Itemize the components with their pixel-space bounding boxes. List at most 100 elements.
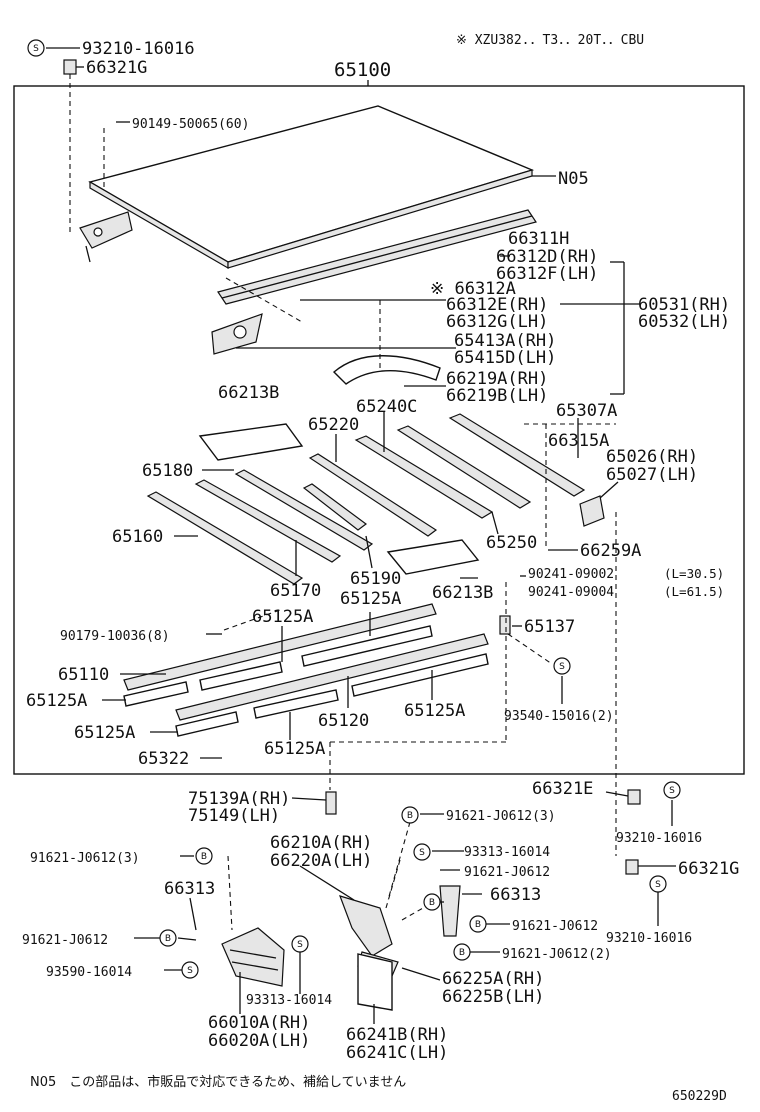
label-66311H: 66311H bbox=[508, 229, 569, 249]
label-65125A-6: 65125A bbox=[264, 739, 325, 759]
label-93210-16016-a: 93210-16016 bbox=[82, 39, 195, 59]
label-66241C: 66241C(LH) bbox=[346, 1043, 448, 1063]
label-66321E: 66321E bbox=[532, 779, 593, 799]
label-66312A: ※ 66312A bbox=[430, 279, 516, 299]
mat-66213B-top-drawing bbox=[198, 423, 304, 461]
label-65027: 65027(LH) bbox=[606, 465, 698, 485]
clip-66321G-bottom-drawing bbox=[625, 859, 639, 875]
bracket-66210A-drawing bbox=[339, 895, 393, 957]
label-65026: 65026(RH) bbox=[606, 447, 698, 467]
label-65180: 65180 bbox=[142, 461, 193, 481]
label-93590-16014: 93590-16014 bbox=[46, 965, 132, 980]
label-65415D: 65415D(LH) bbox=[454, 348, 556, 368]
label-91621-J0612-c: 91621-J0612 bbox=[22, 933, 108, 948]
label-93210-16016-b: 93210-16016 bbox=[616, 831, 702, 846]
assembly-frame bbox=[13, 85, 745, 775]
main-group-number: 65100 bbox=[334, 59, 391, 81]
roof-rail-drawing bbox=[217, 209, 537, 305]
clip-66321G-top-drawing bbox=[63, 59, 77, 75]
label-66259A: 66259A bbox=[580, 541, 641, 561]
svg-text:S: S bbox=[669, 786, 675, 796]
svg-text:S: S bbox=[187, 966, 193, 976]
label-91621-J0612-a: 91621-J0612 bbox=[464, 865, 550, 880]
label-90241-09002: 90241-09002 bbox=[528, 567, 614, 582]
label-93313-16014-b: 93313-16014 bbox=[246, 993, 332, 1008]
label-66220A: 66220A(LH) bbox=[270, 851, 372, 871]
floor-beams-drawing bbox=[146, 413, 586, 585]
clip-75139A-drawing bbox=[325, 791, 337, 815]
arch-66219-drawing bbox=[332, 355, 441, 385]
plate-66241B-drawing bbox=[357, 953, 393, 1011]
label-65125A-1: 65125A bbox=[340, 589, 401, 609]
label-65125A-4: 65125A bbox=[404, 701, 465, 721]
label-65250: 65250 bbox=[486, 533, 537, 553]
label-N05: N05 bbox=[558, 169, 589, 189]
label-65220: 65220 bbox=[308, 415, 359, 435]
clip-66321E-drawing bbox=[627, 789, 641, 805]
label-66315A: 66315A bbox=[548, 431, 609, 451]
label-66213B-b: 66213B bbox=[432, 583, 493, 603]
svg-text:S: S bbox=[297, 940, 303, 950]
bracket-65137-drawing bbox=[499, 615, 511, 635]
label-60531: 60531(RH) bbox=[638, 295, 730, 315]
label-90179: 90179-10036(8) bbox=[60, 629, 170, 644]
svg-text:B: B bbox=[459, 948, 465, 958]
footnote-N05: N05 この部品は、市販品で対応できるため、補給していません bbox=[30, 1074, 406, 1090]
label-91621-J0612-b: 91621-J0612 bbox=[512, 919, 598, 934]
label-66312E: 66312E(RH) bbox=[446, 295, 548, 315]
svg-text:B: B bbox=[407, 811, 413, 821]
svg-text:B: B bbox=[429, 898, 435, 908]
svg-text:S: S bbox=[559, 662, 565, 672]
label-90149: 90149-50065(60) bbox=[132, 117, 249, 132]
label-90241-09002-length: (L=30.5) bbox=[664, 566, 724, 581]
svg-text:B: B bbox=[475, 920, 481, 930]
label-65240C: 65240C bbox=[356, 397, 417, 417]
label-66219B: 66219B(LH) bbox=[446, 386, 548, 406]
hinge-bracket-drawing bbox=[79, 211, 133, 263]
label-91621-J0612-3a: 91621-J0612(3) bbox=[446, 809, 556, 824]
label-65110: 65110 bbox=[58, 665, 109, 685]
stay-66313-drawing bbox=[439, 885, 461, 937]
label-75139A: 75139A(RH) bbox=[188, 789, 290, 809]
roof-panel-drawing bbox=[88, 105, 535, 270]
label-75149: 75149(LH) bbox=[188, 806, 280, 826]
svg-text:B: B bbox=[165, 934, 171, 944]
label-93210-16016-c: 93210-16016 bbox=[606, 931, 692, 946]
dashed-connectors bbox=[69, 74, 617, 931]
label-66225B: 66225B(LH) bbox=[442, 987, 544, 1007]
label-66210A: 66210A(RH) bbox=[270, 833, 372, 853]
label-93540: 93540-15016(2) bbox=[504, 709, 614, 724]
label-66321G-a: 66321G bbox=[86, 58, 147, 78]
label-65190: 65190 bbox=[350, 569, 401, 589]
mat-66213B-bottom-drawing bbox=[386, 539, 480, 575]
label-93313-16014-a: 93313-16014 bbox=[464, 845, 550, 860]
label-65125A-3: 65125A bbox=[26, 691, 87, 711]
svg-text:S: S bbox=[33, 44, 39, 54]
circle-marks: S S S S S S S B B B B B B bbox=[27, 39, 681, 979]
label-60532: 60532(LH) bbox=[638, 312, 730, 332]
label-66321G-b: 66321G bbox=[678, 859, 739, 879]
svg-text:S: S bbox=[419, 848, 425, 858]
svg-text:S: S bbox=[655, 880, 661, 890]
label-90241-09004-length: (L=61.5) bbox=[664, 584, 724, 599]
label-65413A: 65413A(RH) bbox=[454, 331, 556, 351]
bracket-65026-drawing bbox=[579, 495, 605, 527]
label-90241-09004: 90241-09004 bbox=[528, 585, 614, 600]
label-66312D: 66312D(RH) bbox=[496, 247, 598, 267]
sill-rails-drawing bbox=[123, 603, 489, 737]
label-65307A: 65307A bbox=[556, 401, 617, 421]
label-66312F: 66312F(LH) bbox=[496, 264, 598, 284]
label-65170: 65170 bbox=[270, 581, 321, 601]
label-66312G: 66312G(LH) bbox=[446, 312, 548, 332]
model-code-header: ※ XZU382.．T3．．20T．．CBU bbox=[456, 33, 644, 48]
leader-lines bbox=[46, 47, 676, 1024]
label-65160: 65160 bbox=[112, 527, 163, 547]
label-66213B-a: 66213B bbox=[218, 383, 279, 403]
label-66219A: 66219A(RH) bbox=[446, 369, 548, 389]
label-65120: 65120 bbox=[318, 711, 369, 731]
label-66020A: 66020A(LH) bbox=[208, 1031, 310, 1051]
label-91621-J0612-2: 91621-J0612(2) bbox=[502, 947, 612, 962]
label-66225A: 66225A(RH) bbox=[442, 969, 544, 989]
svg-text:B: B bbox=[201, 852, 207, 862]
